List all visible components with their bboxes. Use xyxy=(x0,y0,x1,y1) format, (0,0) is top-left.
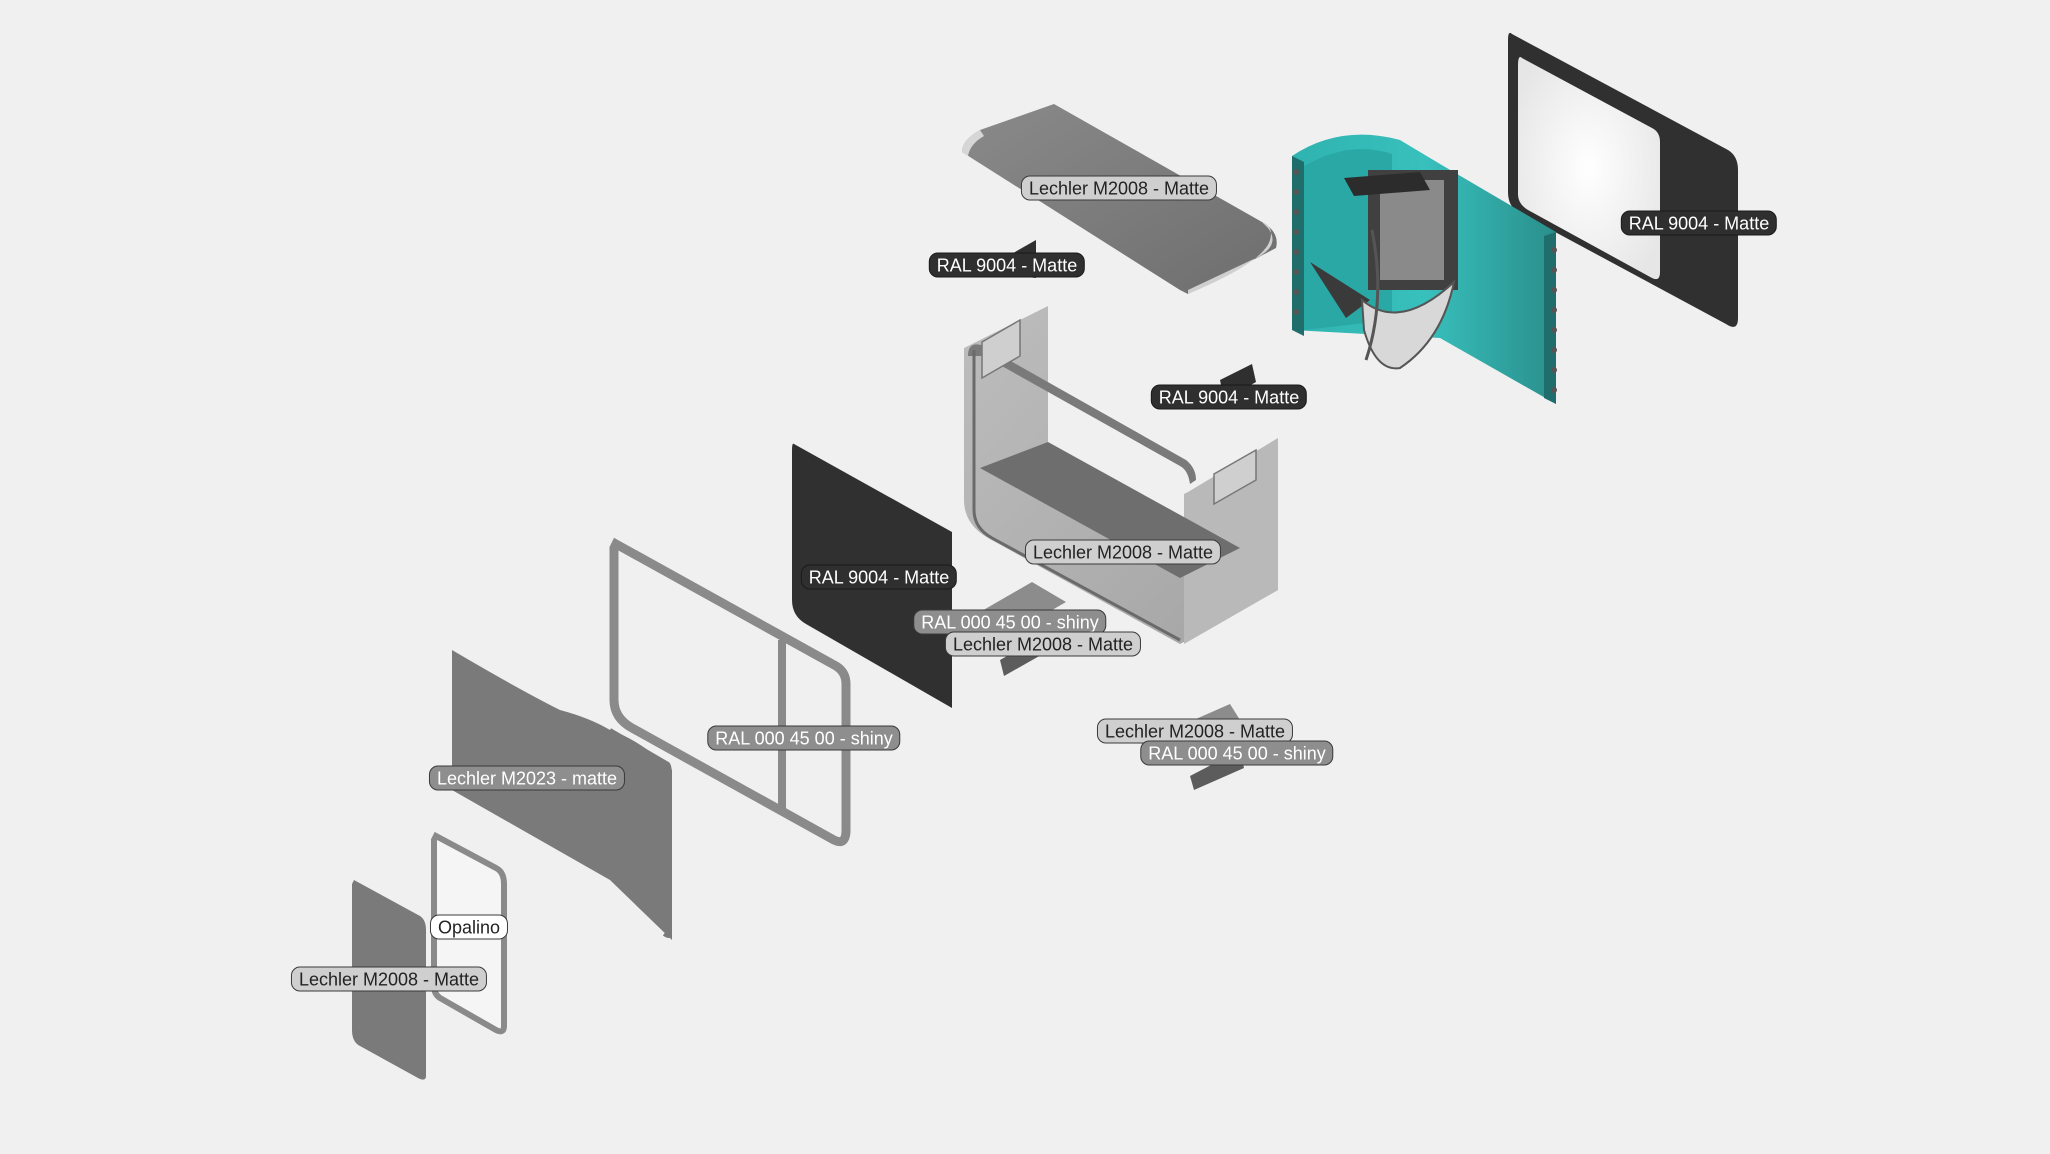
label-top-cover-clip: RAL 9004 - Matte xyxy=(928,252,1086,278)
label-clip-b-shiny: RAL 000 45 00 - shiny xyxy=(1140,740,1334,766)
label-diffuser: Opalino xyxy=(429,914,509,940)
window-frame xyxy=(609,537,851,847)
label-clip-a-matte: Lechler M2008 - Matte xyxy=(944,631,1142,657)
label-rear-panel: RAL 9004 - Matte xyxy=(1620,210,1778,236)
label-frame: RAL 000 45 00 - shiny xyxy=(707,725,901,751)
label-fabric-panel: Lechler M2023 - matte xyxy=(428,765,626,791)
fan-unit xyxy=(1292,134,1557,404)
fabric-panel xyxy=(452,650,672,940)
label-fan-clip: RAL 9004 - Matte xyxy=(1150,384,1308,410)
label-body-shell: Lechler M2008 - Matte xyxy=(1024,539,1222,565)
label-inner-panel: RAL 9004 - Matte xyxy=(800,564,958,590)
label-top-cover: Lechler M2008 - Matte xyxy=(1020,175,1218,201)
label-front-panel: Lechler M2008 - Matte xyxy=(290,966,488,992)
label-clip-a-shiny: RAL 000 45 00 - shiny xyxy=(913,609,1107,635)
label-clip-b-matte: Lechler M2008 - Matte xyxy=(1096,718,1294,744)
body-shell xyxy=(964,306,1278,644)
